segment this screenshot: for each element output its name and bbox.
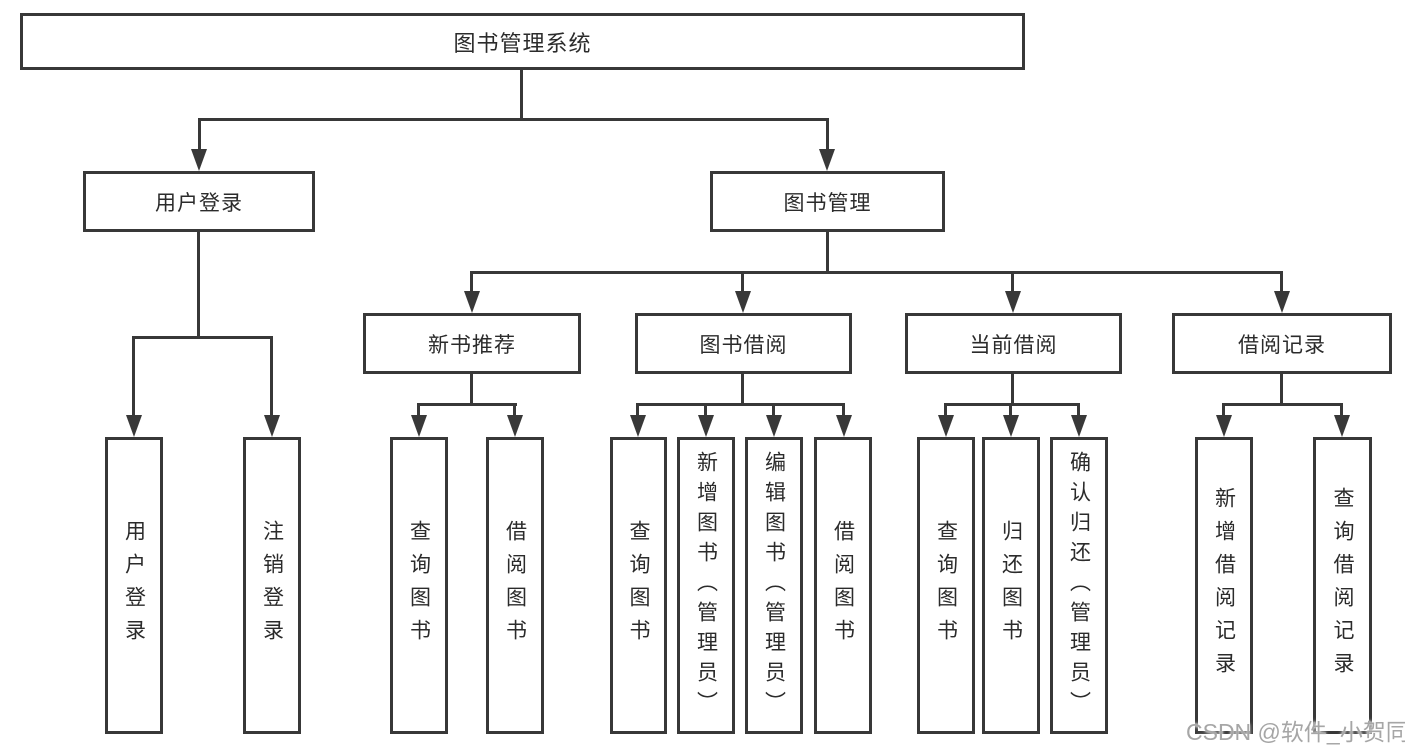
node-new-book-recommend: 新书推荐 [363,313,581,374]
leaf-return-books: 归还图书 [982,437,1040,734]
connector-line [198,118,829,121]
connector-line [520,70,523,120]
arrowhead-down-icon [126,415,142,437]
connector-line [513,403,516,417]
leaf-user-login: 用户登录 [105,437,163,734]
leaf-confirm-return-admin-label: 确认归还（管理员） [1067,450,1091,721]
connector-line [132,336,273,339]
node-current-borrow-label: 当前借阅 [969,333,1058,357]
leaf-edit-books-admin-label: 编辑图书（管理员） [762,450,786,721]
leaf-user-login-label: 用户登录 [122,519,146,652]
leaf-query-borrow-record-label: 查询借阅记录 [1331,486,1354,685]
connector-line [1340,403,1343,417]
arrowhead-down-icon [938,415,954,437]
leaf-query-books-borrow: 查询图书 [610,437,667,734]
leaf-return-books-label: 归还图书 [999,519,1023,652]
arrowhead-down-icon [191,149,207,171]
connector-line [842,403,845,417]
connector-line [1222,403,1225,417]
connector-line [1280,271,1283,293]
node-user-login: 用户登录 [83,171,315,232]
arrowhead-down-icon [464,291,480,313]
leaf-query-books-recommend: 查询图书 [390,437,448,734]
connector-line [471,271,1283,274]
connector-line [417,403,517,406]
leaf-add-books-admin: 新增图书（管理员） [677,437,735,734]
arrowhead-down-icon [836,415,852,437]
connector-line [636,403,639,417]
arrowhead-down-icon [630,415,646,437]
node-new-book-recommend-label: 新书推荐 [428,333,516,357]
arrowhead-down-icon [819,149,835,171]
connector-line [826,118,829,152]
arrowhead-down-icon [1071,415,1087,437]
connector-line [198,118,201,152]
leaf-add-borrow-record-label: 新增借阅记录 [1212,486,1236,685]
arrowhead-down-icon [1003,415,1019,437]
arrowhead-down-icon [735,291,751,313]
arrowhead-down-icon [264,415,280,437]
arrowhead-down-icon [698,415,714,437]
node-user-login-label: 用户登录 [155,191,243,215]
node-current-borrow: 当前借阅 [905,313,1122,374]
connector-line [826,232,829,273]
leaf-query-books-current-label: 查询图书 [934,519,958,652]
leaf-borrow-books-label: 借阅图书 [831,519,855,652]
connector-line [741,271,744,293]
connector-line [704,403,707,417]
node-borrow-records: 借阅记录 [1172,313,1392,374]
node-book-management: 图书管理 [710,171,945,232]
connector-line [417,403,420,417]
arrowhead-down-icon [507,415,523,437]
leaf-confirm-return-admin: 确认归还（管理员） [1050,437,1108,734]
connector-line [470,374,473,405]
node-root-label: 图书管理系统 [453,30,592,56]
connector-line [944,403,947,417]
leaf-query-books-recommend-label: 查询图书 [407,519,431,652]
arrowhead-down-icon [411,415,427,437]
leaf-borrow-books: 借阅图书 [814,437,872,734]
connector-line [636,403,845,406]
connector-line [741,374,744,405]
node-book-borrow-label: 图书借阅 [699,333,788,357]
arrowhead-down-icon [1005,291,1021,313]
arrowhead-down-icon [1334,415,1350,437]
connector-line [1077,403,1080,417]
leaf-add-borrow-record: 新增借阅记录 [1195,437,1253,734]
connector-line [1011,374,1014,405]
leaf-query-books-borrow-label: 查询图书 [627,519,650,652]
connector-line [944,403,1080,406]
node-book-borrow: 图书借阅 [635,313,852,374]
leaf-query-borrow-record: 查询借阅记录 [1313,437,1372,734]
leaf-borrow-books-recommend: 借阅图书 [486,437,544,734]
arrowhead-down-icon [766,415,782,437]
connector-line [197,232,200,338]
leaf-logout: 注销登录 [243,437,301,734]
connector-line [1222,403,1343,406]
leaf-add-books-admin-label: 新增图书（管理员） [694,450,718,721]
connector-line [270,336,273,417]
leaf-query-books-current: 查询图书 [917,437,975,734]
node-borrow-records-label: 借阅记录 [1238,333,1326,357]
connector-line [1280,374,1283,405]
leaf-edit-books-admin: 编辑图书（管理员） [745,437,803,734]
leaf-logout-label: 注销登录 [260,519,284,652]
connector-line [470,271,473,293]
connector-line [132,336,135,417]
connector-line [1009,403,1012,417]
arrowhead-down-icon [1274,291,1290,313]
arrowhead-down-icon [1216,415,1232,437]
connector-line [772,403,775,417]
csdn-watermark: CSDN @软件_小贺同学 [1186,719,1405,745]
node-book-management-label: 图书管理 [783,191,872,215]
node-root-library-system: 图书管理系统 [20,13,1025,70]
connector-line [1011,271,1014,293]
leaf-borrow-books-recommend-label: 借阅图书 [503,519,527,652]
